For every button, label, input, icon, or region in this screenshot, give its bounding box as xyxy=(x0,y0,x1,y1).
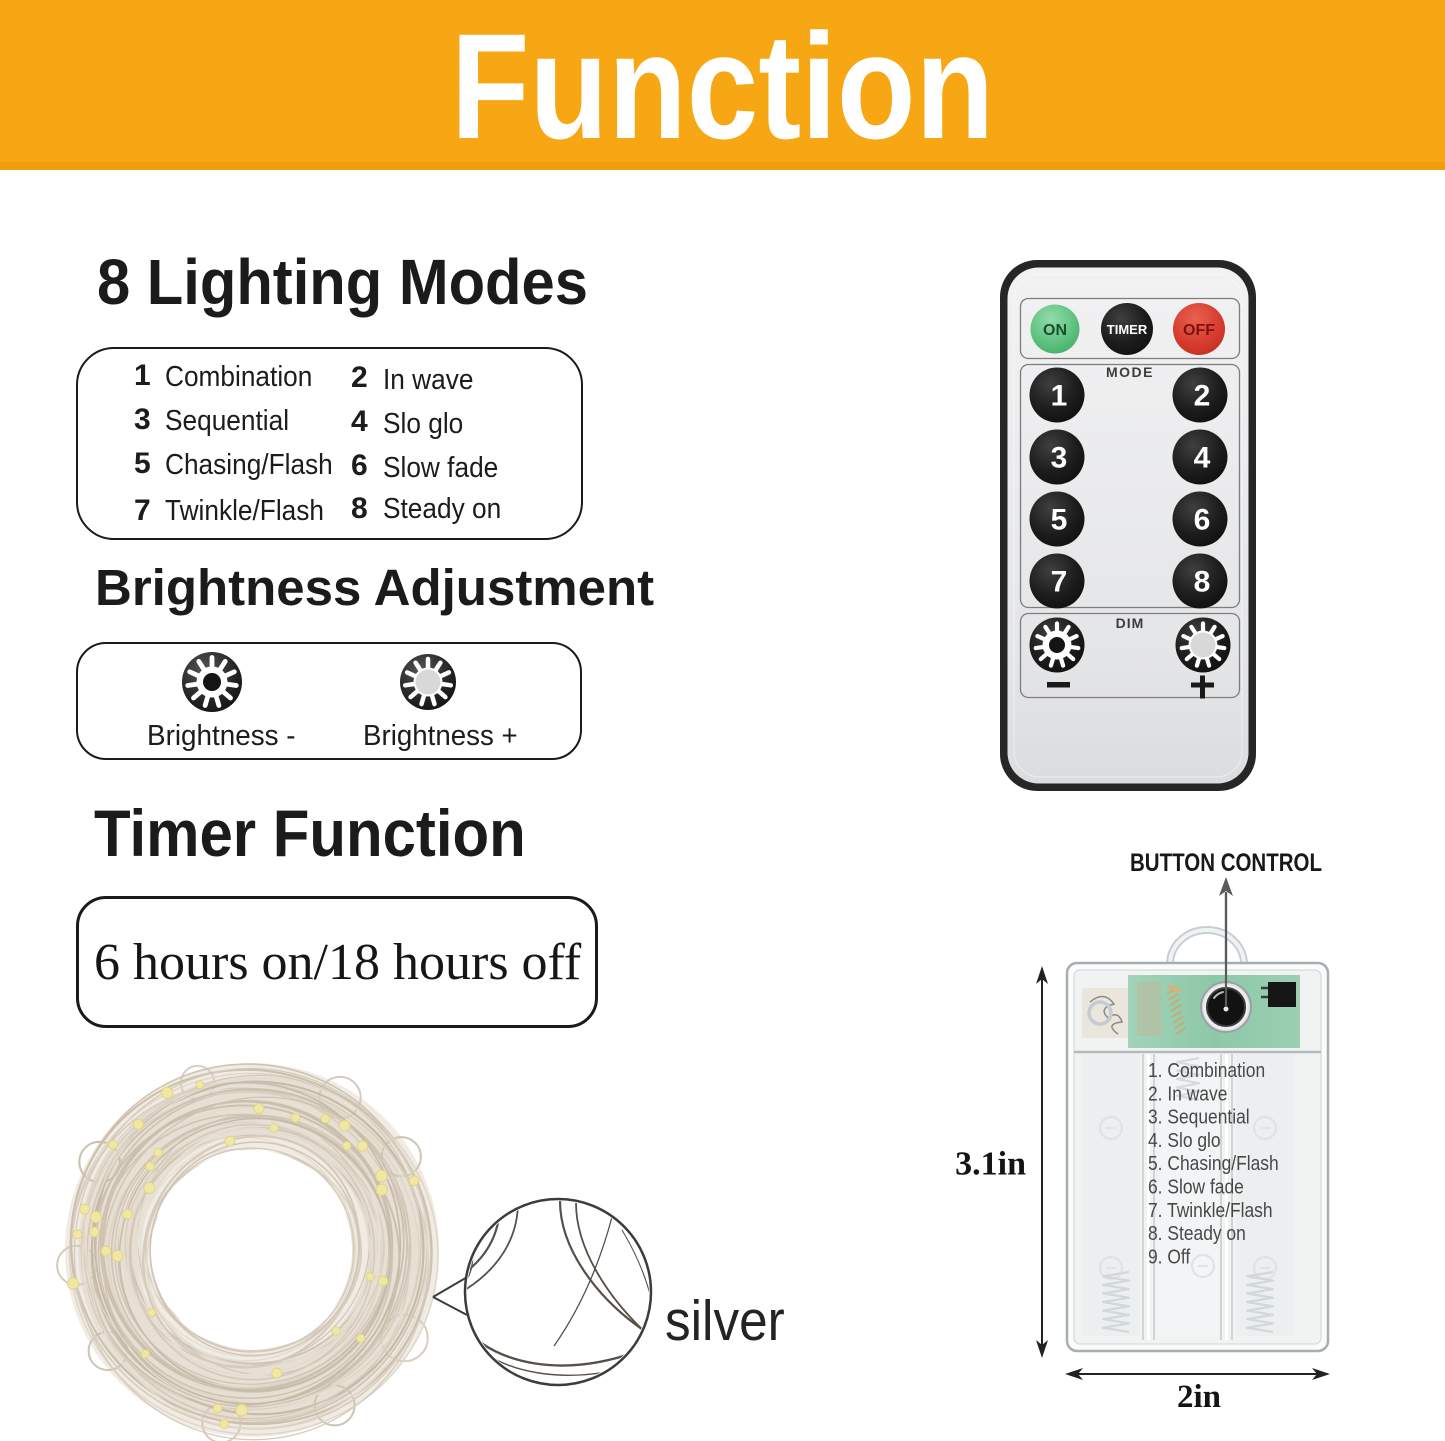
svg-text:TIMER: TIMER xyxy=(1107,322,1148,337)
svg-text:3. Sequential: 3. Sequential xyxy=(1148,1106,1250,1129)
svg-text:2: 2 xyxy=(1194,380,1211,413)
svg-text:1. Combination: 1. Combination xyxy=(1148,1060,1265,1083)
svg-text:7: 7 xyxy=(1051,566,1068,599)
svg-text:9. Off: 9. Off xyxy=(1148,1246,1191,1269)
svg-text:BUTTON CONTROL: BUTTON CONTROL xyxy=(1130,849,1322,877)
svg-text:4. Slo glo: 4. Slo glo xyxy=(1148,1130,1221,1153)
svg-text:4: 4 xyxy=(1194,442,1211,475)
svg-text:7. Twinkle/Flash: 7. Twinkle/Flash xyxy=(1148,1200,1273,1223)
svg-text:MODE: MODE xyxy=(1106,364,1154,380)
svg-text:ON: ON xyxy=(1043,322,1067,339)
svg-text:8: 8 xyxy=(1194,566,1211,599)
svg-text:DIM: DIM xyxy=(1116,615,1145,631)
svg-text:2in: 2in xyxy=(1177,1379,1221,1415)
svg-text:6. Slow fade: 6. Slow fade xyxy=(1148,1176,1244,1199)
svg-text:3: 3 xyxy=(1051,442,1068,475)
svg-text:6: 6 xyxy=(1194,504,1211,537)
svg-text:3.1in: 3.1in xyxy=(955,1146,1026,1183)
svg-text:5. Chasing/Flash: 5. Chasing/Flash xyxy=(1148,1153,1279,1176)
svg-text:OFF: OFF xyxy=(1183,322,1215,339)
svg-text:5: 5 xyxy=(1051,504,1068,537)
svg-text:1: 1 xyxy=(1051,380,1068,413)
svg-text:8. Steady on: 8. Steady on xyxy=(1148,1223,1246,1246)
svg-text:2. In wave: 2. In wave xyxy=(1148,1083,1227,1106)
